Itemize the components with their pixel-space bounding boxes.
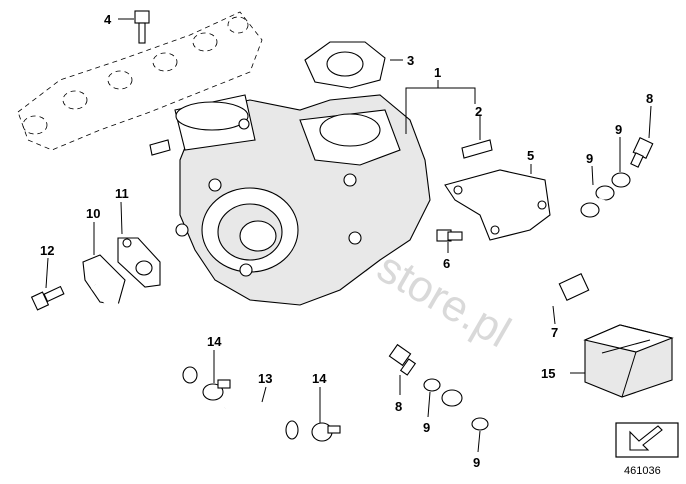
callout-8-lower: 8 — [395, 399, 402, 414]
bolt-6 — [436, 229, 463, 242]
bracket-5 — [444, 169, 551, 241]
callout-15: 15 — [541, 366, 555, 381]
stud-2 — [461, 139, 493, 159]
callout-9-a: 9 — [615, 122, 622, 137]
bolt-12 — [30, 285, 65, 311]
direction-arrow-box — [615, 422, 679, 458]
bolt-4 — [134, 10, 150, 44]
banjo-bolt-8-upper — [630, 137, 654, 168]
callout-5: 5 — [527, 148, 534, 163]
callout-9-c: 9 — [423, 420, 430, 435]
callout-11: 11 — [115, 186, 129, 201]
sealing-compound-15 — [583, 324, 674, 398]
washer-9-b — [595, 185, 615, 201]
callout-10: 10 — [86, 206, 100, 221]
callout-14-right: 14 — [312, 371, 327, 386]
washer-9-c — [580, 202, 600, 218]
callout-1: 1 — [434, 65, 441, 80]
washer-9-d — [423, 378, 441, 392]
callout-8-upper: 8 — [646, 91, 653, 106]
callout-13: 13 — [258, 371, 272, 386]
hose-13 — [222, 398, 299, 440]
callout-9-b: 9 — [586, 151, 593, 166]
callout-6: 6 — [443, 256, 450, 271]
leader-lines — [45, 18, 652, 453]
callout-7: 7 — [551, 325, 558, 340]
callout-9-d: 9 — [473, 455, 480, 470]
banjo-bolt-8-lower — [388, 343, 417, 376]
callout-2: 2 — [475, 104, 482, 119]
oil-feed-line-7 — [441, 197, 646, 407]
callout-4: 4 — [104, 12, 112, 27]
hose-clamp-14-left — [202, 379, 231, 401]
callout-14-left: 14 — [207, 334, 222, 349]
exhaust-manifold — [17, 11, 263, 151]
hose-clamp-14-right — [311, 422, 341, 442]
callout-3: 3 — [407, 53, 414, 68]
gasket-11 — [117, 237, 161, 288]
callout-12: 12 — [40, 243, 54, 258]
gasket-3 — [304, 41, 386, 89]
turbocharger-1 — [149, 94, 431, 306]
oil-return-pipe-10 — [82, 254, 198, 384]
washer-9-a — [611, 172, 631, 188]
arrow-icon — [629, 425, 663, 451]
reference-number: 461036 — [624, 465, 661, 477]
washer-9-e — [471, 417, 489, 431]
